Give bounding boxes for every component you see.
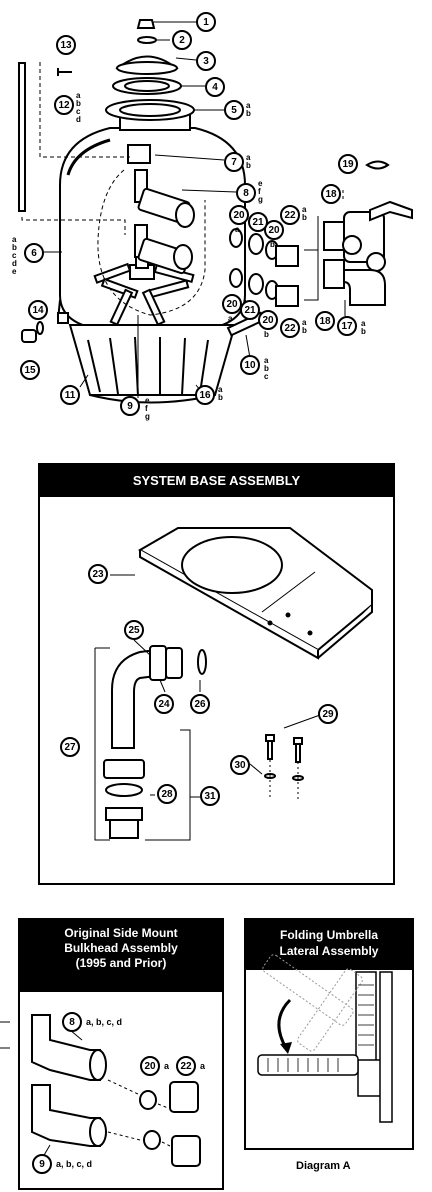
side-mount-callout-9: 9 xyxy=(32,1154,52,1174)
umbrella-title-line-1: Folding Umbrella xyxy=(279,928,378,942)
callout-5: 5 xyxy=(224,100,244,120)
callout-20d-variant: b xyxy=(264,330,269,339)
callout-26: 26 xyxy=(190,694,210,714)
callout-10: 10 xyxy=(240,355,260,375)
callout-22b: 22 xyxy=(280,318,300,338)
callout-4: 4 xyxy=(205,77,225,97)
callout-27: 27 xyxy=(60,737,80,757)
side-mount-panel: Original Side Mount Bulkhead Assembly (1… xyxy=(18,918,224,1190)
system-base-title: SYSTEM BASE ASSEMBLY xyxy=(40,465,393,497)
callout-15: 15 xyxy=(20,360,40,380)
callout-20d: 20 xyxy=(258,310,278,330)
callout-11: 11 xyxy=(60,385,80,405)
callout-10-variants: a b c xyxy=(264,356,269,381)
callout-24: 24 xyxy=(154,694,174,714)
callout-29: 29 xyxy=(318,704,338,724)
umbrella-panel: Folding Umbrella Lateral Assembly xyxy=(244,918,414,1150)
side-mount-title-line-2: Bulkhead Assembly xyxy=(64,941,178,955)
system-base-assembly-panel: SYSTEM BASE ASSEMBLY xyxy=(38,463,395,885)
side-mount-callout-20: 20 xyxy=(140,1056,160,1076)
callout-16: 16 xyxy=(195,385,215,405)
side-mount-callout-22: 22 xyxy=(176,1056,196,1076)
callout-28: 28 xyxy=(157,784,177,804)
callout-8: 8 xyxy=(236,183,256,203)
leader-lines xyxy=(44,21,346,398)
callout-23: 23 xyxy=(88,564,108,584)
callout-12: 12 xyxy=(54,95,74,115)
valve-union-19 xyxy=(365,160,390,170)
callout-31: 31 xyxy=(200,786,220,806)
side-mount-callout-20-variant: a xyxy=(164,1061,170,1071)
side-mount-title-line-3: (1995 and Prior) xyxy=(75,956,167,970)
side-mount-callout-8-variants: a, b, c, d xyxy=(86,1017,123,1027)
callout-20a-variant: a xyxy=(235,225,240,234)
callout-16-variants: a b xyxy=(218,385,223,402)
umbrella-title: Folding Umbrella Lateral Assembly xyxy=(246,920,412,970)
callout-21a: 21 xyxy=(248,212,268,232)
callout-9-variants: e f g xyxy=(145,396,150,421)
callout-17-variants: a b xyxy=(361,319,366,336)
diagram-a-caption: Diagram A xyxy=(296,1160,351,1172)
callout-20b-variant: b xyxy=(270,240,275,249)
dome-parts xyxy=(105,19,195,121)
callout-3: 3 xyxy=(196,51,216,71)
drain-parts xyxy=(21,312,69,343)
callout-19: 19 xyxy=(338,154,358,174)
internal-outline xyxy=(97,169,206,316)
callout-25: 25 xyxy=(124,620,144,640)
air-relief-tube xyxy=(18,62,72,212)
callout-17: 17 xyxy=(337,316,357,336)
side-mount-callout-8: 8 xyxy=(62,1012,82,1032)
callout-7: 7 xyxy=(224,152,244,172)
callout-21b: 21 xyxy=(240,300,260,320)
callout-5-variants: a b xyxy=(246,101,251,118)
callout-22a-variants: a b xyxy=(302,205,307,222)
callout-20b: 20 xyxy=(264,220,284,240)
callout-9: 9 xyxy=(120,396,140,416)
multiport-valve xyxy=(323,200,413,306)
side-mount-title-line-1: Original Side Mount xyxy=(64,926,178,940)
side-mount-callout-9-variants: a, b, c, d xyxy=(56,1159,93,1169)
callout-22a: 22 xyxy=(280,205,300,225)
side-mount-title: Original Side Mount Bulkhead Assembly (1… xyxy=(20,920,222,992)
callout-18-lower: 18 xyxy=(315,311,335,331)
callout-7-variants: a b xyxy=(246,153,251,170)
lateral-assembly xyxy=(93,239,195,326)
callout-20a: 20 xyxy=(229,205,249,225)
callout-12-variants: a b c d xyxy=(76,91,81,124)
callout-6: 6 xyxy=(24,243,44,263)
callout-22b-variants: a b xyxy=(302,318,307,335)
callout-8-variants: e f g xyxy=(258,179,263,204)
internal-pipes xyxy=(127,144,195,275)
callout-18-upper: 18 xyxy=(321,184,341,204)
callout-2: 2 xyxy=(172,30,192,50)
callout-14: 14 xyxy=(28,300,48,320)
callout-1: 1 xyxy=(196,12,216,32)
callout-30: 30 xyxy=(230,755,250,775)
bulkhead-fittings xyxy=(229,228,299,307)
umbrella-title-line-2: Lateral Assembly xyxy=(279,944,379,958)
callout-13: 13 xyxy=(56,35,76,55)
callout-20c-variant: a xyxy=(228,314,233,323)
side-mount-callout-22-variant: a xyxy=(200,1061,206,1071)
callout-6-variants: a b c d e xyxy=(12,235,17,276)
